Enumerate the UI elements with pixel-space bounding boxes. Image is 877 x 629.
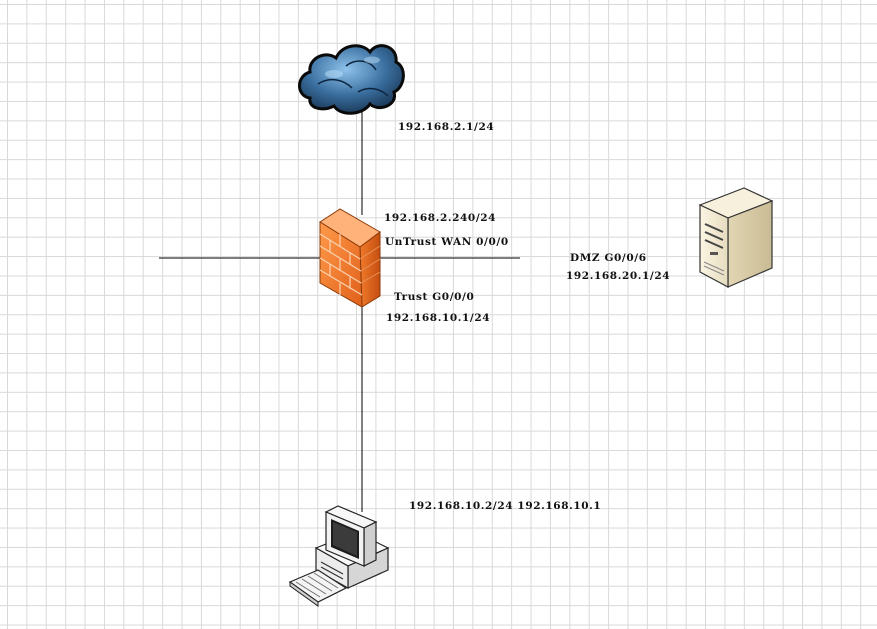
pc-ip-label: 192.168.10.2/24 192.168.10.1 [409, 500, 602, 512]
server-icon[interactable] [698, 187, 774, 289]
cloud-icon[interactable] [298, 44, 405, 115]
dmz-ip-label: 192.168.20.1/24 [566, 270, 671, 282]
trust-port-label: Trust G0/0/0 [394, 291, 475, 303]
firewall-icon[interactable] [319, 208, 381, 308]
trust-ip-label: 192.168.10.1/24 [386, 312, 491, 324]
workstation-icon[interactable] [288, 505, 390, 607]
wan-ip-label: 192.168.2.240/24 [384, 212, 497, 224]
internet-ip-label: 192.168.2.1/24 [398, 121, 495, 133]
wan-port-label: UnTrust WAN 0/0/0 [385, 236, 509, 248]
dmz-port-label: DMZ G0/0/6 [570, 252, 647, 264]
